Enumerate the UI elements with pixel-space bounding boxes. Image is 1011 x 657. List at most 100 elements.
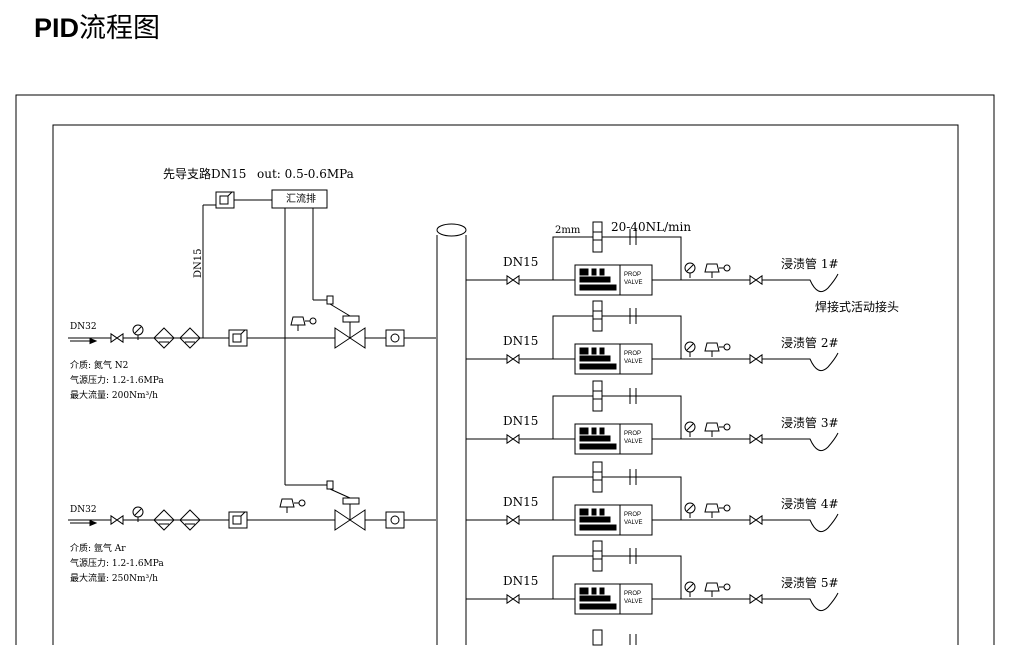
prop-display-bar	[579, 268, 589, 276]
pilot-port-dot	[309, 317, 317, 325]
branch-4	[466, 461, 839, 536]
joint-note: 焊接式活动接头	[815, 299, 899, 314]
inlet2-pressure-gauge	[132, 506, 144, 522]
arrow-head	[89, 519, 98, 527]
branch1-ball-valve	[506, 274, 520, 286]
branch3-size: DN15	[503, 414, 538, 428]
valve-body	[749, 353, 763, 365]
regulator-core	[232, 515, 242, 525]
valve-body	[506, 433, 520, 445]
pilot-dome	[279, 498, 295, 508]
inlet1-filter-2	[179, 327, 201, 349]
valve-body	[506, 353, 520, 365]
gauge-needle	[686, 583, 694, 591]
inlet2-arrow	[70, 519, 98, 527]
page-title-cjk: 流程图	[79, 13, 161, 44]
branch3-outlet: 浸渍管 3#	[781, 415, 839, 430]
inlet2-filter-2	[179, 509, 201, 531]
inlet2-flow-meter	[385, 511, 405, 529]
branch1-gauge	[684, 262, 696, 278]
pilot-port-dot	[723, 264, 731, 272]
meter-rotor	[390, 515, 400, 525]
prop-label-1a: PROP	[624, 272, 641, 278]
branch2-ball-valve	[506, 353, 520, 365]
inlet1-pilot-regulator	[290, 316, 317, 331]
pilot-small-valve	[326, 480, 334, 490]
branch5-outlet: 浸渍管 5#	[781, 575, 839, 590]
pilot-port-dot	[723, 343, 731, 351]
bypass-flow-label: 20-40NL/min	[611, 220, 691, 234]
regulator-spring	[240, 329, 246, 335]
gauge-needle	[134, 326, 142, 334]
inner-frame	[52, 124, 959, 645]
inlet2-regulator	[228, 511, 248, 529]
header-top	[436, 223, 467, 237]
valve-body	[506, 514, 520, 526]
branch5-ball-valve	[506, 593, 520, 605]
branch5-outlet-regulator	[704, 582, 731, 597]
prop-display-bar	[579, 587, 589, 595]
valve-body	[749, 514, 763, 526]
prop-display-bar	[599, 268, 605, 276]
actuator-box	[342, 497, 360, 505]
bypass-loop	[552, 315, 682, 359]
pilot-dome	[704, 342, 720, 352]
bypass-loop	[552, 476, 682, 520]
pilot-signal-line	[329, 303, 351, 317]
manifold-box	[271, 189, 328, 209]
header-tank	[436, 223, 467, 645]
pilot-out-pressure: out: 0.5-0.6MPa	[257, 167, 354, 181]
prop-label-4a: PROP	[624, 512, 641, 518]
branch4-outlet-valve	[749, 514, 763, 526]
prop-display-bar	[591, 587, 597, 595]
prop-valve-labels: PROP VALVE PROP VALVE PROP VALVE PROP VA…	[624, 272, 642, 605]
header-walls	[436, 235, 467, 645]
inlet2-pressure-valve	[334, 497, 366, 531]
branch4-gauge	[684, 502, 696, 518]
prop-display-bar	[591, 347, 597, 355]
inlet2-medium: 介质: 氩气 Ar	[70, 542, 126, 554]
prop-display-bar	[579, 363, 617, 370]
prop-display-bar	[579, 355, 611, 362]
prop-display-bar	[579, 443, 617, 450]
branch4-size: DN15	[503, 495, 538, 509]
inlet1-filter-1	[153, 327, 175, 349]
pilot-dome	[290, 316, 306, 326]
branch1-dip-tube	[770, 273, 839, 293]
prop-display-bar	[591, 427, 597, 435]
inlet2-size: DN32	[70, 505, 97, 515]
branch2-gauge	[684, 341, 696, 357]
regulator-core	[232, 333, 242, 343]
inlet1-regulator	[228, 329, 248, 347]
regulator-spring	[227, 191, 233, 197]
valve-body	[749, 593, 763, 605]
inlet1-ball-valve	[110, 332, 124, 344]
gauge-needle	[686, 343, 694, 351]
branch5-size: DN15	[503, 574, 538, 588]
inlet1-medium: 介质: 氮气 N2	[70, 359, 128, 371]
manifold-label: 汇流排	[286, 192, 316, 205]
arrow-head	[89, 337, 98, 345]
branch5-outlet-valve	[749, 593, 763, 605]
inlet1-pressure-valve	[334, 315, 366, 349]
page-title: PID流程图	[34, 10, 160, 47]
pilot-label: 先导支路DN15	[163, 166, 246, 181]
bypass-solenoid	[592, 461, 603, 493]
bypass-solenoid	[592, 300, 603, 332]
branch4-outlet-regulator	[704, 503, 731, 518]
inlet2-pilot-regulator	[279, 498, 306, 513]
bypass-solenoid	[592, 540, 603, 572]
bypass-solenoid	[592, 221, 603, 253]
branch2-outlet-regulator	[704, 342, 731, 357]
branch-1	[466, 221, 839, 296]
branch3-outlet-valve	[749, 433, 763, 445]
branch1-outlet-valve	[749, 274, 763, 286]
branch2-dip-tube	[770, 352, 839, 372]
valve-body	[749, 433, 763, 445]
bypass-loop	[552, 555, 682, 599]
prop-label-3a: PROP	[624, 431, 641, 437]
branch4-ball-valve	[506, 514, 520, 526]
branch1-size: DN15	[503, 255, 538, 269]
prop-display-bar	[579, 276, 611, 283]
